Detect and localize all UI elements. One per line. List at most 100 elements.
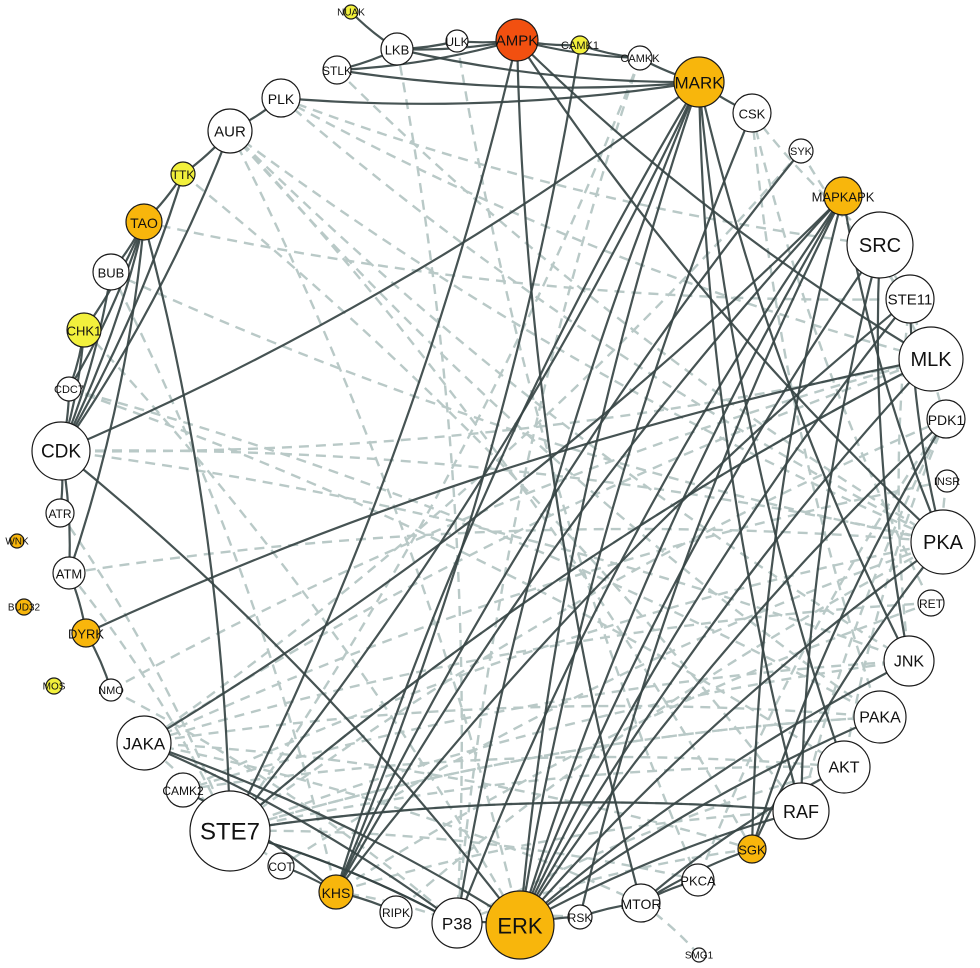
node-camkk[interactable]: CAMKK xyxy=(620,45,660,71)
node-circle[interactable] xyxy=(627,45,653,71)
node-circle[interactable] xyxy=(621,883,661,923)
node-circle[interactable] xyxy=(732,93,772,133)
node-jaka[interactable]: JAKA xyxy=(116,715,172,771)
node-circle[interactable] xyxy=(56,376,82,402)
node-circle[interactable] xyxy=(9,533,25,549)
node-erk[interactable]: ERK xyxy=(485,890,555,960)
node-circle[interactable] xyxy=(823,176,863,216)
node-src[interactable]: SRC xyxy=(846,211,914,279)
node-circle[interactable] xyxy=(45,677,63,695)
node-bud32[interactable]: BUD32 xyxy=(8,598,41,616)
node-circle[interactable] xyxy=(788,138,814,164)
node-circle[interactable] xyxy=(917,589,945,617)
node-mark[interactable]: MARK xyxy=(673,56,725,108)
node-aur[interactable]: AUR xyxy=(207,108,253,154)
node-nuak[interactable]: NUAK xyxy=(337,4,365,20)
node-ste7[interactable]: STE7 xyxy=(189,790,271,872)
node-paka[interactable]: PAKA xyxy=(853,690,907,744)
node-circle[interactable] xyxy=(92,253,130,291)
node-circle[interactable] xyxy=(495,18,539,62)
node-ttk[interactable]: TTK xyxy=(170,161,196,187)
node-dyrk[interactable]: DYRK xyxy=(68,618,104,648)
node-syk[interactable]: SYK xyxy=(788,138,814,164)
node-circle[interactable] xyxy=(673,56,725,108)
node-circle[interactable] xyxy=(485,890,555,960)
node-circle[interactable] xyxy=(817,740,871,794)
node-wnk[interactable]: WNK xyxy=(5,533,29,549)
node-circle[interactable] xyxy=(935,469,959,493)
node-circle[interactable] xyxy=(567,904,593,930)
node-circle[interactable] xyxy=(926,399,966,439)
node-circle[interactable] xyxy=(45,498,75,528)
node-ret[interactable]: RET xyxy=(917,589,945,617)
node-atr[interactable]: ATR xyxy=(45,498,75,528)
node-mtor[interactable]: MTOR xyxy=(621,883,662,923)
node-circle[interactable] xyxy=(570,35,590,55)
node-circle[interactable] xyxy=(261,78,301,118)
node-plk[interactable]: PLK xyxy=(261,78,301,118)
node-circle[interactable] xyxy=(165,772,201,808)
node-circle[interactable] xyxy=(910,509,976,575)
node-circle[interactable] xyxy=(66,312,102,348)
node-circle[interactable] xyxy=(15,598,33,616)
node-csk[interactable]: CSK xyxy=(732,93,772,133)
node-circle[interactable] xyxy=(380,32,414,66)
node-pdk1[interactable]: PDK1 xyxy=(926,399,966,439)
node-insr[interactable]: INSR xyxy=(934,469,960,493)
node-circle[interactable] xyxy=(170,161,196,187)
node-circle[interactable] xyxy=(737,834,767,864)
node-mapkapk[interactable]: MAPKAPK xyxy=(812,176,875,216)
node-circle[interactable] xyxy=(445,29,469,53)
node-raf[interactable]: RAF xyxy=(772,782,830,840)
node-circle[interactable] xyxy=(846,211,914,279)
node-circle[interactable] xyxy=(31,421,91,481)
node-circle[interactable] xyxy=(885,274,935,324)
node-cot[interactable]: COT xyxy=(267,852,295,880)
node-pkca[interactable]: PKCA xyxy=(680,863,716,897)
node-tao[interactable]: TAO xyxy=(125,203,163,241)
node-circle[interactable] xyxy=(898,326,964,392)
node-jnk[interactable]: JNK xyxy=(883,635,935,687)
node-cdk[interactable]: CDK xyxy=(31,421,91,481)
node-circle[interactable] xyxy=(343,4,359,20)
node-mos[interactable]: MOS xyxy=(43,677,66,695)
node-bub[interactable]: BUB xyxy=(92,253,130,291)
node-chk1[interactable]: CHK1 xyxy=(66,312,102,348)
node-circle[interactable] xyxy=(431,897,483,949)
node-pka[interactable]: PKA xyxy=(910,509,976,575)
node-rsk[interactable]: RSK xyxy=(567,904,593,930)
node-circle[interactable] xyxy=(207,108,253,154)
node-circle[interactable] xyxy=(691,947,707,963)
node-circle[interactable] xyxy=(267,852,295,880)
node-camk2[interactable]: CAMK2 xyxy=(162,772,204,808)
node-ampk[interactable]: AMPK xyxy=(495,18,539,62)
node-circle[interactable] xyxy=(318,874,354,910)
node-circle[interactable] xyxy=(116,715,172,771)
node-ripk[interactable]: RIPK xyxy=(379,895,413,929)
node-akt[interactable]: AKT xyxy=(817,740,871,794)
node-circle[interactable] xyxy=(379,895,413,929)
node-circle[interactable] xyxy=(322,55,352,85)
node-circle[interactable] xyxy=(772,782,830,840)
node-circle[interactable] xyxy=(883,635,935,687)
node-circle[interactable] xyxy=(71,618,101,648)
node-circle[interactable] xyxy=(189,790,271,872)
node-atm[interactable]: ATM xyxy=(52,556,86,590)
node-circle[interactable] xyxy=(125,203,163,241)
node-stlk[interactable]: STLK xyxy=(322,55,352,85)
node-cdc7[interactable]: CDC7 xyxy=(54,376,84,402)
node-circle[interactable] xyxy=(681,863,715,897)
node-camk1[interactable]: CAMK1 xyxy=(561,35,599,55)
node-mlk[interactable]: MLK xyxy=(898,326,964,392)
node-circle[interactable] xyxy=(52,556,86,590)
node-circle[interactable] xyxy=(99,678,123,702)
node-p38[interactable]: P38 xyxy=(431,897,483,949)
node-lkb[interactable]: LKB xyxy=(380,32,414,66)
node-sgk[interactable]: SGK xyxy=(737,834,767,864)
node-khs[interactable]: KHS xyxy=(318,874,354,910)
node-ste11[interactable]: STE11 xyxy=(885,274,935,324)
node-nmo[interactable]: NMO xyxy=(98,678,124,702)
node-ulk[interactable]: ULK xyxy=(445,29,469,53)
node-circle[interactable] xyxy=(853,690,907,744)
node-smg1[interactable]: SMG1 xyxy=(685,947,714,963)
